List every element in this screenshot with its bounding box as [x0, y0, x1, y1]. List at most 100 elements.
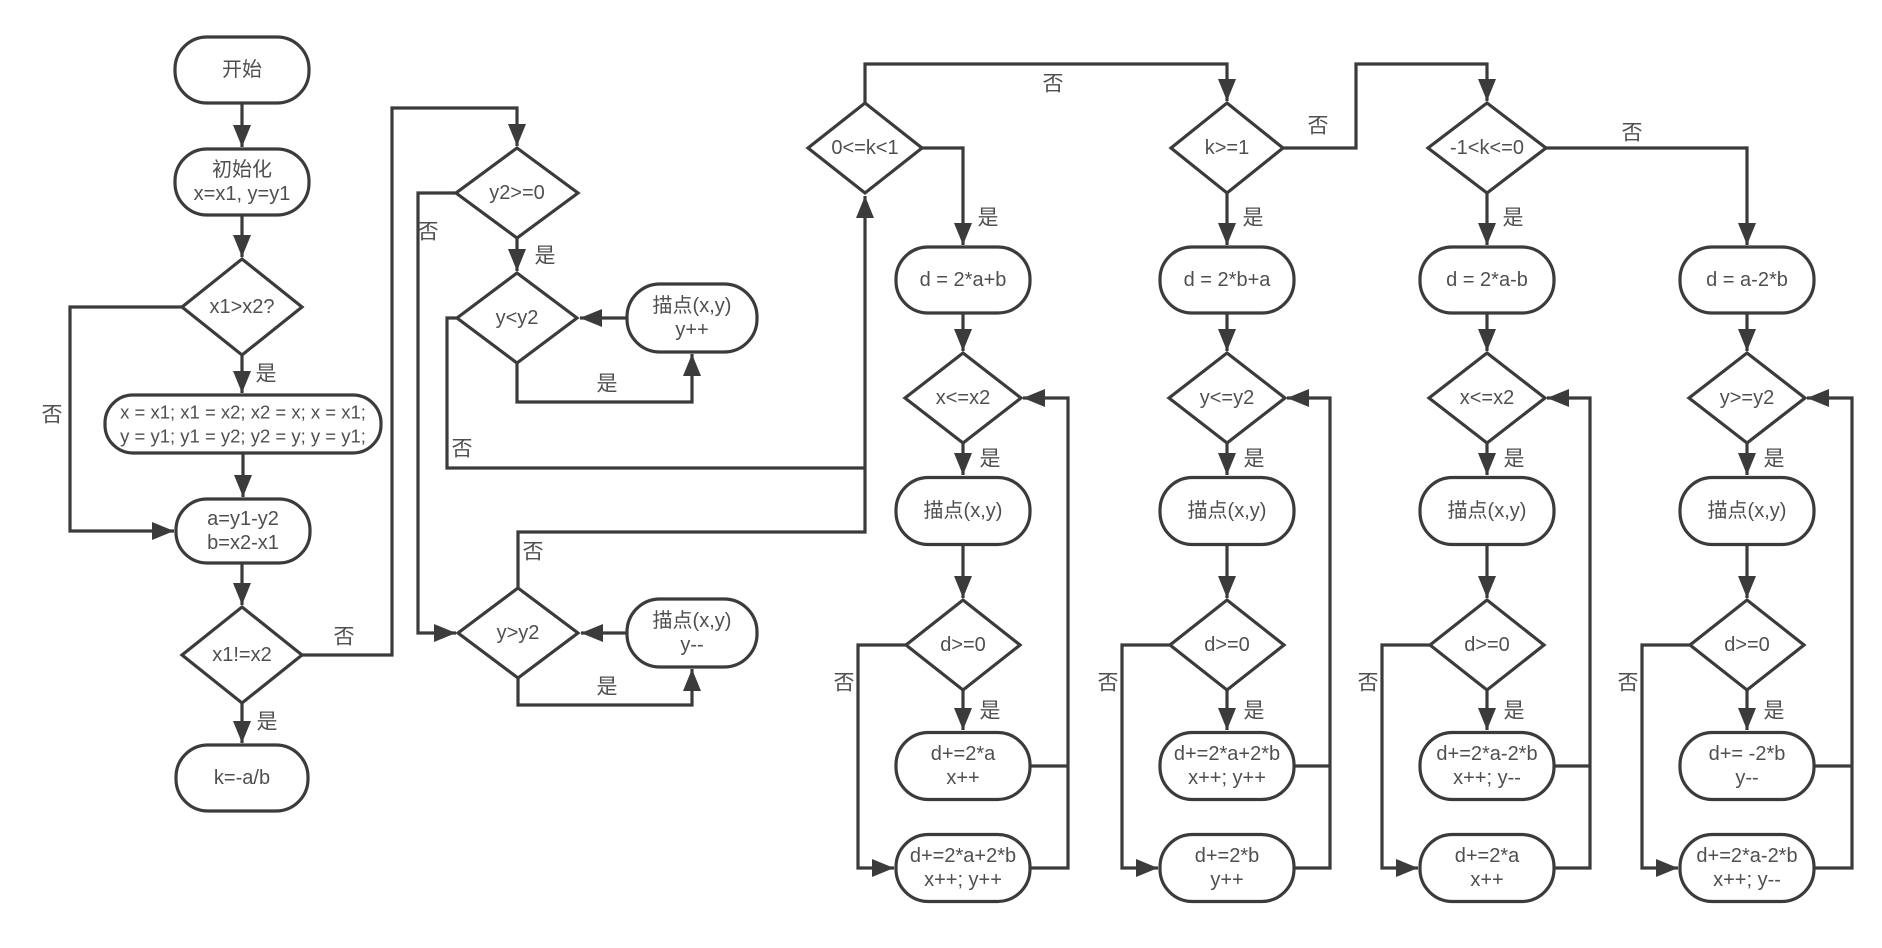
c1-cond-d-shape	[903, 597, 1023, 693]
edge-label-c1-condx-yes: 是	[980, 448, 1001, 471]
c4-cond-d-shape	[1687, 597, 1807, 693]
c4-no-box-shape	[1678, 832, 1816, 904]
c4-cond-y-shape	[1686, 350, 1808, 446]
node-slope-k: k=-a/b	[174, 743, 310, 813]
plot-y-inc-shape	[625, 282, 759, 354]
edge-c2-loop-back	[1287, 389, 1332, 870]
edge-ygty2-no-merge	[516, 196, 874, 588]
edge-label-k01-yes: 是	[978, 207, 999, 230]
node-start: 开始	[173, 35, 311, 105]
plot-y-dec-shape	[625, 597, 759, 669]
node-c2-cond-d: d>=0	[1167, 597, 1287, 693]
c2-cond-d-shape	[1167, 597, 1287, 693]
edge-label-c2-condd-no: 否	[1098, 672, 1119, 695]
cond-y-lt-y2-shape	[454, 271, 580, 365]
node-c4-d-init: d = a-2*b	[1678, 245, 1816, 315]
edge-c3-loop-back	[1547, 389, 1592, 870]
c3-d-init-shape	[1418, 245, 1556, 315]
edge-label-c2-condd-yes: 是	[1244, 700, 1265, 723]
c2-d-init-shape	[1158, 245, 1296, 315]
edge-x1gtx2-no	[68, 305, 182, 540]
node-label: y<y2	[496, 307, 539, 329]
edge-kneg-no	[1546, 146, 1756, 245]
edge-label-kneg-yes: 是	[1503, 207, 1524, 230]
c4-plot-shape	[1678, 475, 1816, 547]
node-label: 0<=k<1	[831, 137, 898, 159]
c2-cond-y-shape	[1166, 350, 1288, 446]
node-cond-x1-ne-x2: x1!=x2	[179, 604, 305, 706]
node-label: x<=x2	[936, 387, 990, 409]
node-label: d>=0	[940, 634, 986, 656]
node-c1-cond-d: d>=0	[903, 597, 1023, 693]
start-shape	[173, 35, 311, 105]
cond-k-0-1-shape	[805, 100, 925, 196]
edge-label-x1gtx2-yes: 是	[256, 363, 277, 386]
c3-no-box-shape	[1418, 832, 1556, 904]
node-label: x = x1; x1 = x2; x2 = x; x = x1;y = y1; …	[120, 402, 366, 447]
c3-cond-x-shape	[1426, 350, 1548, 446]
node-cond-x1-gt-x2: x1>x2?	[179, 256, 305, 358]
c1-cond-x-shape	[902, 350, 1024, 446]
c1-yes-box-shape	[894, 730, 1032, 802]
c1-plot-shape	[894, 475, 1032, 547]
node-label: 开始	[222, 58, 262, 81]
node-c1-cond-x: x<=x2	[902, 350, 1024, 446]
node-label: d>=0	[1204, 634, 1250, 656]
edge-label-ygty2-no-merge: 否	[523, 541, 544, 564]
init-shape	[173, 147, 311, 217]
node-label: d = a-2*b	[1706, 269, 1788, 291]
node-c3-cond-d: d>=0	[1427, 597, 1547, 693]
node-c4-cond-y: y>=y2	[1686, 350, 1808, 446]
node-label: y>=y2	[1720, 387, 1774, 409]
node-plot-y-inc: 描点(x,y)y++	[625, 282, 759, 354]
edge-c1-condd-no	[856, 643, 906, 877]
node-label: 描点(x,y)	[1448, 499, 1527, 522]
node-label: k>=1	[1205, 137, 1249, 159]
node-label: x1>x2?	[209, 296, 274, 318]
edge-ne-no	[302, 106, 526, 657]
node-label: d>=0	[1724, 634, 1770, 656]
c3-yes-box-shape	[1418, 730, 1556, 802]
cond-y2-ge-0-shape	[453, 146, 581, 240]
cond-k-neg-shape	[1425, 100, 1549, 196]
edge-label-c2-condy-yes: 是	[1244, 448, 1265, 471]
edge-label-kge1-no: 否	[1308, 115, 1329, 138]
edge-label-ne-yes: 是	[257, 711, 278, 734]
node-c1-d-init: d = 2*a+b	[894, 245, 1032, 315]
edge-label-ylty2-no: 否	[452, 438, 473, 461]
node-label: d = 2*b+a	[1184, 269, 1272, 291]
cond-k-ge-1-shape	[1168, 100, 1286, 196]
node-c2-cond-y: y<=y2	[1166, 350, 1288, 446]
c1-d-init-shape	[894, 245, 1032, 315]
c3-cond-d-shape	[1427, 597, 1547, 693]
node-label: d>=0	[1464, 634, 1510, 656]
cond-y-gt-y2-shape	[455, 586, 581, 680]
node-label: 描点(x,y)y--	[653, 609, 732, 656]
node-cond-k-ge-1: k>=1	[1168, 100, 1286, 196]
node-cond-y2-ge-0: y2>=0	[453, 146, 581, 240]
node-label: x<=x2	[1460, 387, 1514, 409]
edge-label-y2ge0-yes: 是	[535, 245, 556, 268]
edge-y2ge0-no	[416, 191, 456, 642]
node-c4-cond-d: d>=0	[1687, 597, 1807, 693]
node-c1-plot: 描点(x,y)	[894, 475, 1032, 547]
edge-label-y2ge0-no: 否	[418, 221, 439, 244]
edge-label-ygty2-yes: 是	[597, 676, 618, 699]
ab-shape	[174, 497, 312, 565]
edge-c2-condd-no	[1120, 643, 1170, 877]
c3-plot-shape	[1418, 475, 1556, 547]
node-cond-y-gt-y2: y>y2	[455, 586, 581, 680]
node-label: k=-a/b	[214, 767, 270, 789]
